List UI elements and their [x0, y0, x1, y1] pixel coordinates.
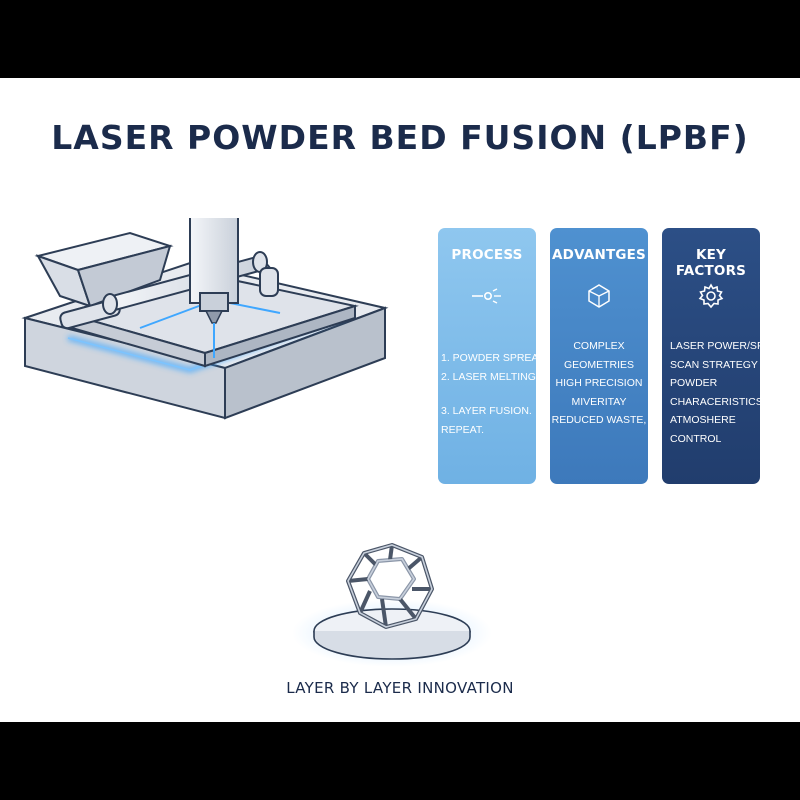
- process-step: 2. LASER MELTING.: [441, 370, 536, 383]
- page-title: LASER POWDER BED FUSION (LPBF): [51, 118, 749, 157]
- advantage-item: GEOMETRIES: [563, 358, 634, 371]
- advantages-list: COMPLEX GEOMETRIES HIGH PRECISION MIVERI…: [550, 337, 648, 430]
- process-card: PROCESS 1. POWDER SPREADING 2. LASER MEL…: [438, 228, 536, 484]
- advantages-card: ADVANTGES COMPLEX GEOMETRIES HIGH PRECIS…: [550, 228, 648, 484]
- key-factor-item: ATMOSHERE: [670, 414, 736, 426]
- infographic-canvas: LASER POWDER BED FUSION (LPBF): [0, 78, 800, 722]
- laser-beam-icon: [438, 278, 536, 314]
- process-step: 1. POWDER SPREADING: [441, 352, 536, 364]
- key-factors-card: KEY FACTORS LASER POWER/SPEED SCAN STRAT…: [662, 228, 760, 484]
- key-factor-item: CONTROL: [670, 432, 722, 445]
- key-factor-item: POWDER: [670, 377, 718, 389]
- geometric-cube-icon: [550, 278, 648, 314]
- laser-head-column: [189, 218, 279, 358]
- advantage-item: REDUCED WASTE,: [551, 414, 647, 426]
- key-factor-item: CHARACERISTICS.: [670, 395, 760, 408]
- advantage-item: HIGH PRECISION: [555, 377, 643, 389]
- advantages-card-title: ADVANTGES: [552, 247, 646, 263]
- key-factors-list: LASER POWER/SPEED SCAN STRATEGY POWDER C…: [662, 337, 760, 448]
- advantage-item: MIVERITAY: [571, 395, 627, 408]
- key-factors-card-title: KEY FACTORS: [675, 247, 747, 279]
- process-steps: 1. POWDER SPREADING 2. LASER MELTING. 3.…: [438, 349, 536, 439]
- process-card-title: PROCESS: [451, 247, 523, 263]
- process-step: 3. LAYER FUSION.: [441, 405, 532, 417]
- process-step: REPEAT.: [441, 423, 484, 436]
- caption: LAYER BY LAYER INNOVATION: [286, 679, 514, 697]
- advantage-item: COMPLEX: [573, 340, 625, 352]
- lpbf-machine-illustration: [21, 218, 389, 420]
- key-factor-item: SCAN STRATEGY: [670, 358, 758, 371]
- gear-icon: [662, 278, 760, 314]
- lattice-part-illustration: [292, 543, 492, 667]
- key-factor-item: LASER POWER/SPEED: [670, 340, 760, 352]
